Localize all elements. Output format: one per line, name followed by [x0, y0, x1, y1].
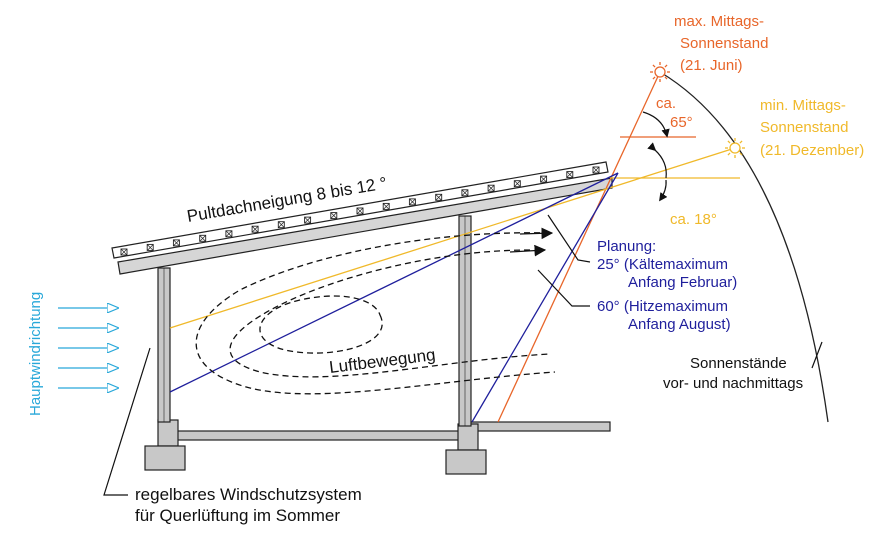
sun-icon	[650, 62, 670, 82]
wind-arrows	[58, 308, 118, 388]
summer-angle-value: 65°	[670, 114, 693, 131]
purlin-cross	[356, 207, 364, 215]
summer-sun-label-2: Sonnenstand	[680, 35, 768, 52]
summer-angle-arc	[642, 111, 670, 138]
summer-sun-label-1: max. Mittags-	[674, 13, 764, 30]
winter-angle-arc-bottom	[659, 179, 668, 202]
planning-60-ray	[471, 172, 619, 423]
purlin-cross	[487, 184, 495, 192]
purlin-cross	[330, 212, 338, 219]
sun-path-arc	[659, 71, 829, 423]
left-foundation-top	[157, 419, 179, 447]
planning-60-label-2: Anfang August)	[628, 316, 731, 333]
air-movement-lines	[195, 232, 556, 395]
left-foundation-base	[144, 445, 186, 471]
purlin-cross	[146, 244, 154, 251]
purlin-cross	[514, 180, 521, 187]
purlin-cross	[225, 230, 233, 238]
windbreak-label-2: für Querlüftung im Sommer	[135, 506, 340, 525]
windbreak-leader	[103, 347, 151, 496]
summer-sun-ray	[497, 71, 661, 423]
air-arrow-top	[519, 227, 554, 240]
planning-title: Planung:	[597, 238, 656, 255]
purlin-cross	[382, 203, 390, 210]
planning-60-leader	[537, 269, 590, 307]
sun-icon	[725, 138, 745, 158]
purlin-cross	[566, 171, 574, 178]
purlin-cross	[251, 225, 259, 233]
summer-angle-prefix: ca.	[656, 95, 676, 112]
posts	[157, 215, 472, 427]
purlin-cross	[435, 194, 442, 201]
purlin-cross	[540, 175, 547, 183]
purlin-cross	[173, 239, 180, 247]
sun-rays	[169, 71, 740, 423]
purlin-cross	[592, 166, 600, 174]
floor-slab	[171, 430, 463, 441]
right-foundation-base	[445, 449, 487, 475]
right-foundation-top	[457, 423, 479, 451]
winter-angle-label: ca. 18°	[670, 211, 717, 228]
wind-direction-label: Hauptwindrichtung	[27, 292, 44, 416]
sun-positions-leader	[811, 341, 823, 369]
purlin-cross	[409, 198, 416, 206]
roof-purlins	[120, 166, 600, 256]
winter-angle-arc-top	[647, 142, 667, 179]
air-arrow-middle	[509, 244, 547, 257]
angle-markers	[642, 111, 670, 202]
purlin-cross	[461, 189, 469, 197]
planning-25-ray	[169, 172, 619, 393]
purlin-cross	[278, 221, 285, 228]
roof-beam	[117, 177, 613, 275]
outer-ground-slab	[461, 421, 611, 432]
planning-25-leader	[547, 214, 591, 263]
winter-sun-label-3: (21. Dezember)	[760, 142, 864, 159]
leader-lines	[103, 214, 823, 496]
air-loop-inner	[259, 295, 383, 354]
windbreak-label-1: regelbares Windschutzsystem	[135, 485, 362, 504]
air-loop-outer	[195, 232, 556, 395]
ground-structure	[144, 419, 611, 475]
summer-sun-label-3: (21. Juni)	[680, 57, 743, 74]
planning-25-label-2: Anfang Februar)	[628, 274, 737, 291]
air-loop-middle	[229, 249, 551, 378]
planning-60-label-1: 60° (Hitzemaximum	[597, 298, 728, 315]
sun-positions-label-1: Sonnenstände	[690, 355, 787, 372]
sun-positions-label-2: vor- und nachmittags	[663, 375, 803, 392]
winter-sun-label-2: Sonnenstand	[760, 119, 848, 136]
winter-sun-label-1: min. Mittags-	[760, 97, 846, 114]
purlin-cross	[199, 235, 206, 242]
purlin-cross	[304, 216, 311, 224]
planning-25-label-1: 25° (Kältemaximum	[597, 256, 728, 273]
purlin-cross	[120, 248, 128, 256]
roof	[111, 161, 613, 275]
